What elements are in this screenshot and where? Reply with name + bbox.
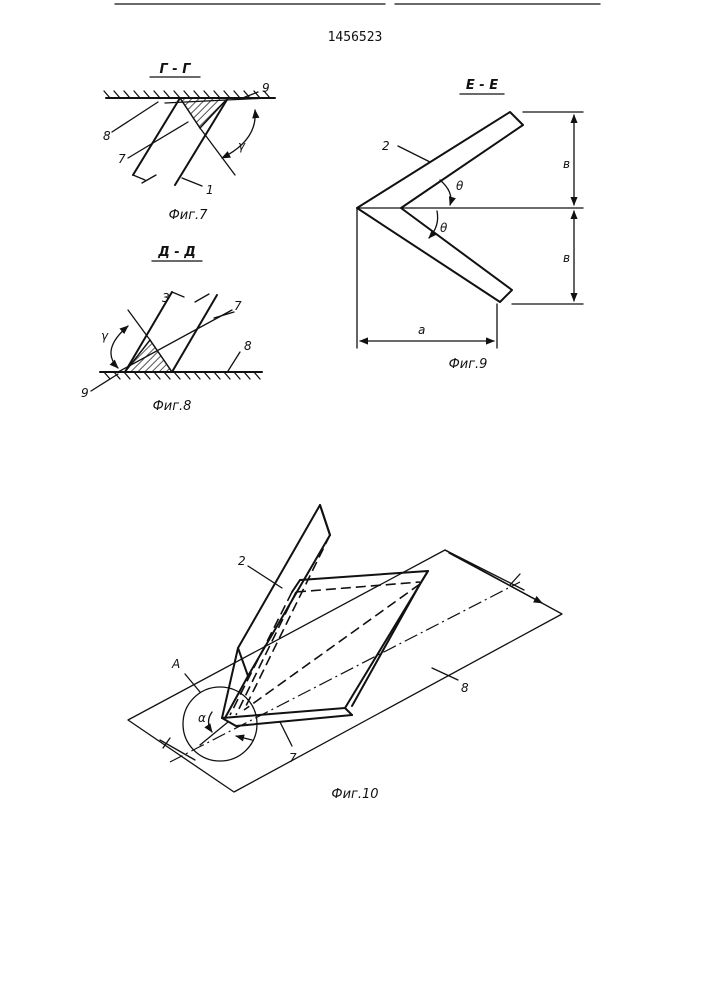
fig9-caption: Фиг.9 [449, 357, 488, 372]
fig10-dimension-line [160, 740, 195, 760]
fig10-leader-7 [280, 722, 292, 746]
fig10-label-8: 8 [461, 681, 469, 695]
figure-9: Е - Е 2 θ θ в в a Фиг.9 [357, 78, 583, 372]
fig10-base-plate [128, 550, 562, 792]
fig8-reference-line [128, 310, 150, 340]
fig10-caption: Фиг.10 [331, 787, 378, 802]
fig7-label-1: 1 [206, 183, 214, 197]
fig7-leader-7 [128, 122, 188, 158]
fig10-axis-line [170, 582, 520, 762]
fig8-label-8: 8 [244, 339, 252, 353]
fig7-leader-8 [112, 102, 158, 132]
fig9-label-2: 2 [382, 139, 390, 153]
fig10-dimension-line [449, 553, 542, 603]
fig7-blade-edge [133, 98, 180, 175]
fig8-label-angle: γ [101, 329, 109, 343]
fig8-leader-9 [91, 374, 118, 391]
fig10-label-alpha: α [198, 711, 206, 725]
fig9-label-theta-lower: θ [440, 221, 448, 235]
fig9-angle-arc-upper [440, 180, 451, 205]
fig8-blade-end [172, 292, 184, 297]
fig8-caption: Фиг.8 [153, 399, 192, 414]
fig10-detail-circle-a [183, 687, 257, 761]
fig10-blade-7-outline [222, 571, 428, 718]
fig7-leader-1 [182, 178, 202, 186]
fig10-blade-7-edge [236, 715, 352, 726]
fig8-blade-edge [172, 295, 217, 372]
fig10-alpha-arrow [236, 736, 252, 740]
fig7-label-9: 9 [262, 81, 270, 95]
fig10-leader-2 [248, 566, 282, 588]
fig8-label-3: 3 [162, 291, 170, 305]
figure-8: Д - Д 3 7 8 9 γ Фиг.8 [81, 245, 262, 414]
fig7-reference-line [200, 128, 235, 175]
fig8-leader-7 [214, 312, 234, 318]
fig10-label-a: A [171, 657, 180, 671]
fig7-blade-end [133, 175, 145, 180]
fig8-surface-hatching [104, 372, 260, 379]
fig9-label-theta-upper: θ [456, 179, 464, 193]
fig7-caption: Фиг.7 [169, 208, 209, 223]
fig10-blade-7-edge [345, 708, 352, 715]
document-number: 1456523 [328, 30, 383, 45]
fig9-leader-2 [398, 146, 430, 162]
fig10-label-7: 7 [289, 751, 297, 765]
fig10-label-2: 2 [238, 554, 246, 568]
fig7-label-8: 8 [103, 129, 111, 143]
fig8-section-title: Д - Д [157, 245, 196, 260]
fig10-alpha-arc [209, 712, 213, 732]
fig8-label-9: 9 [81, 386, 89, 400]
fig9-section-title: Е - Е [466, 78, 498, 93]
fig7-label-angle: γ [238, 139, 246, 153]
fig10-blade-7-edge [352, 584, 420, 706]
fig7-section-title: Г - Г [159, 62, 191, 77]
fig9-label-b-upper: в [563, 157, 570, 171]
figure-10: 2 A α 8 7 Фиг.10 [128, 505, 562, 802]
fig8-label-7: 7 [234, 299, 242, 313]
fig9-label-a: a [418, 323, 425, 337]
fig9-label-b-lower: в [563, 251, 570, 265]
fig10-witness-line [445, 550, 524, 590]
figure-7: Г - Г 9 8 7 1 γ Фиг.7 [103, 62, 275, 223]
fig8-angle-arc [111, 326, 128, 368]
fig8-leader-8 [228, 352, 240, 371]
fig7-label-7: 7 [118, 152, 126, 166]
fig10-blade-2-top [320, 505, 330, 535]
fig8-break-mark [195, 294, 209, 302]
fig10-blade-7-edge [420, 571, 428, 584]
fig10-hidden-line [296, 582, 420, 592]
fig10-alpha-line [200, 722, 228, 745]
